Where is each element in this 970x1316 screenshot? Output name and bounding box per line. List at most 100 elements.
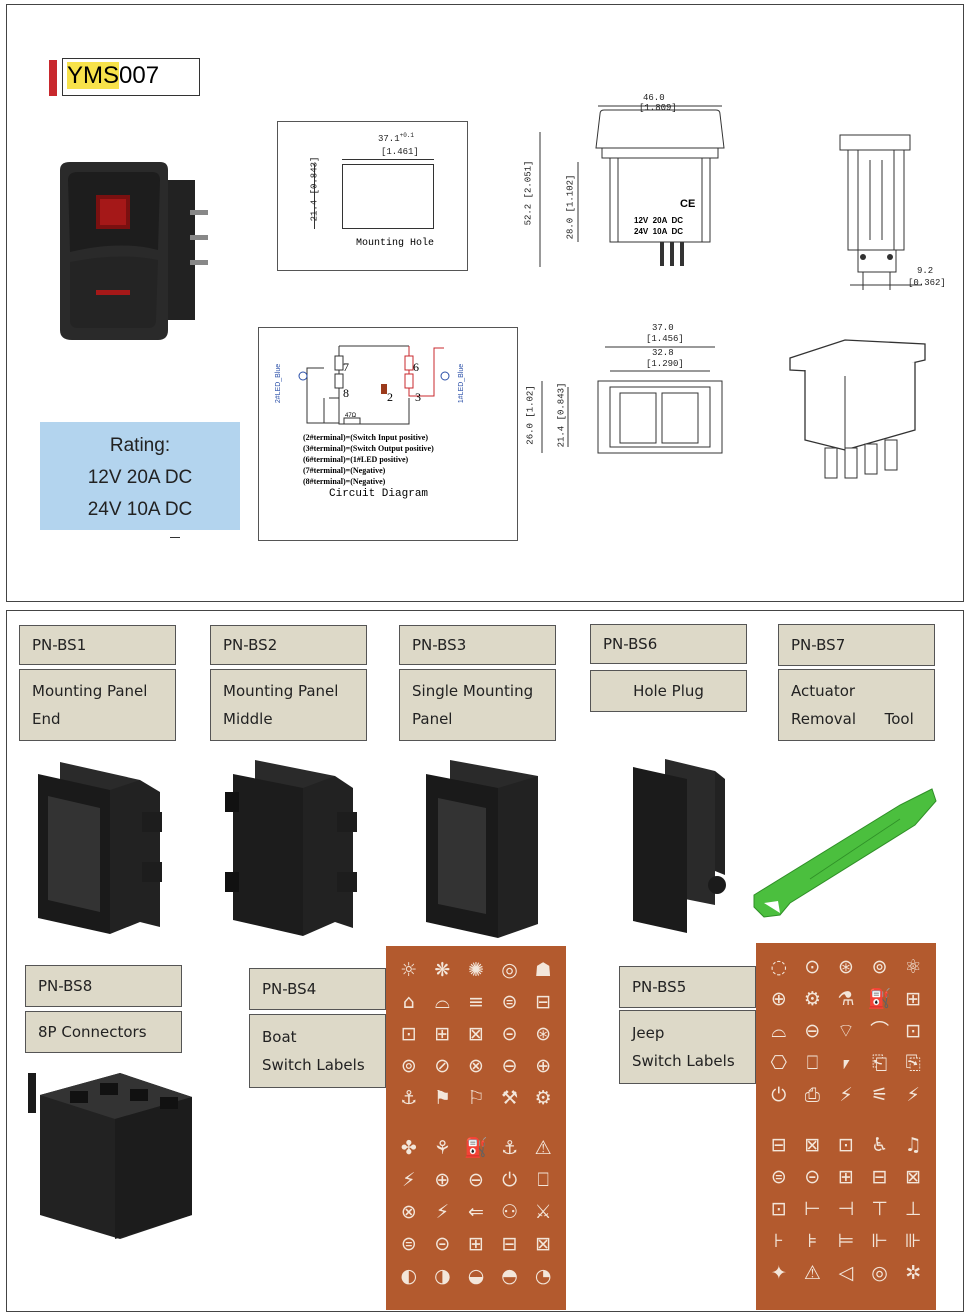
legend-line: (2#terminal)=(Switch Input positive) [303,433,428,442]
boat-icon: ⊛ [535,1023,552,1045]
jeep-icon: ⊤ [871,1198,888,1220]
jeep-icon: ⊠ [804,1134,821,1156]
jeep-icon: ⎖ [838,1052,854,1074]
single-mounting-panel-image [426,760,538,938]
pin-8: 8 [343,386,349,400]
jeep-icon: ⊜ [770,1166,787,1188]
boat-icon: ⊜ [501,991,518,1013]
jeep-icon: ⊛ [838,956,854,978]
pn-bs8-tag: PN-BS8 [25,965,182,1007]
jeep-icon: ⊣ [837,1198,855,1220]
boat-icon: ⚙ [534,1087,552,1109]
actuator-removal-tool-image [753,788,937,918]
boat-icon: ◎ [501,959,518,981]
hole-width-dim: 37.1+0.1 [378,132,415,144]
legend-line: (6#terminal)=(1#LED positive) [303,455,409,464]
top-w2-in: [1.290] [646,359,684,369]
jeep-icon: ⊝ [804,1166,821,1188]
jeep-icon: ⊥ [904,1198,922,1220]
boat-icon: ⚑ [433,1087,451,1109]
jeep-icon: ⎔ [770,1052,788,1074]
boat-icon: ✺ [468,959,484,981]
jeep-icon: ⊩ [871,1230,888,1252]
side-dim-in: [0.362] [908,278,946,288]
mounting-panel-end-image [38,762,162,934]
boat-icon: ⊞ [434,1023,451,1045]
resistor-value: 47Ω [345,413,357,419]
legend-line: (3#terminal)=(Switch Output positive) [303,444,434,453]
jeep-icon: ♫ [904,1134,922,1156]
top-h1: 26.0 [1.02] [525,385,536,445]
jeep-icon: ⚙ [803,988,821,1010]
spec-frame [6,4,964,602]
boat-icon: ⊞ [468,1233,484,1255]
boat-icon: ◐ [400,1265,418,1287]
front-spec-24v: 24V 10A DC [634,227,684,236]
pn-bs2-tag: PN-BS2 [210,625,367,665]
model-accent-bar [49,60,57,96]
hole-width-line [342,159,434,160]
jeep-icon: ♿ [871,1134,889,1156]
jeep-icon: ◁ [838,1262,854,1284]
boat-icon: ⚒ [501,1087,519,1109]
pn-bs6-tag: PN-BS6 [590,624,747,664]
pin-7: 7 [343,360,349,374]
jeep-icon: ⎙ [804,1084,820,1106]
jeep-icon: ⊪ [904,1230,922,1252]
boat-icon: ⌂ [402,991,415,1013]
boat-icon: ⚠ [534,1137,552,1159]
model-label-box: YMS007 [62,58,200,96]
circuit-led-2: 1#LED_Blue [458,363,466,404]
jeep-icon: ⚠ [803,1262,821,1284]
boat-icon: ⊝ [434,1233,451,1255]
front-width-dim: 46.0 [643,93,665,103]
pn-bs5-tag: PN-BS5 [619,966,756,1008]
jeep-icon: ⌔ [837,1020,855,1042]
hole-caption: Mounting Hole [356,238,435,249]
switch-outline-3d [789,339,926,479]
jeep-icon: ◌ [770,956,788,978]
boat-icon: ⚘ [433,1137,451,1159]
jeep-icon: ⊨ [837,1230,855,1252]
legend-line: (8#terminal)=(Negative) [303,477,386,486]
boat-icon: ⊠ [535,1233,552,1255]
boat-icon: ⚓ [400,1087,418,1109]
pn-bs7-tag: PN-BS7 [778,624,935,666]
boat-icon: ⊗ [400,1201,417,1223]
rating-box: Rating: 12V 20A DC 24V 10A DC [40,422,240,530]
jeep-icon: ⎕ [806,1052,819,1074]
boat-icon: ⚓ [501,1137,519,1159]
boat-icon: ⊚ [400,1055,417,1077]
pin-3: 3 [415,390,421,404]
boat-icon: ⏻ [502,1169,518,1191]
model-number: 007 [119,62,160,89]
boat-icon: ⚡ [435,1201,450,1223]
jeep-icon: ⎗ [871,1052,888,1074]
jeep-icon: ⊦ [773,1230,784,1252]
boat-icon: ◒ [467,1265,485,1287]
jeep-icon: ⊡ [838,1134,854,1156]
hole-height-line [314,164,315,229]
jeep-icon: ✲ [905,1262,922,1284]
pn-bs8-desc: 8P Connectors [25,1011,182,1053]
rocker-switch-photo [60,162,208,340]
jeep-icon: ⊟ [770,1134,787,1156]
boat-icon: ◓ [501,1265,518,1287]
pn-bs4-tag: PN-BS4 [249,968,386,1010]
top-h2: 21.4 [0.843] [556,382,567,448]
circuit-led-1: 2#LED_Blue [275,363,283,404]
circuit-legend: (2#terminal)=(Switch Input positive) (3#… [303,432,434,487]
pn-bs1-tag: PN-BS1 [19,625,176,665]
boat-icon: ⊖ [468,1169,484,1191]
jeep-icon: ⚡ [839,1084,853,1106]
jeep-icon: ⊕ [770,988,787,1010]
pn-bs6-desc: Hole Plug [590,670,747,712]
front-view-drawing [539,105,725,267]
accessories-frame [6,610,964,1312]
boat-icon: ⊘ [434,1055,451,1077]
jeep-icon: ⌒ [870,1020,890,1042]
jeep-icon: ⊙ [804,956,821,978]
